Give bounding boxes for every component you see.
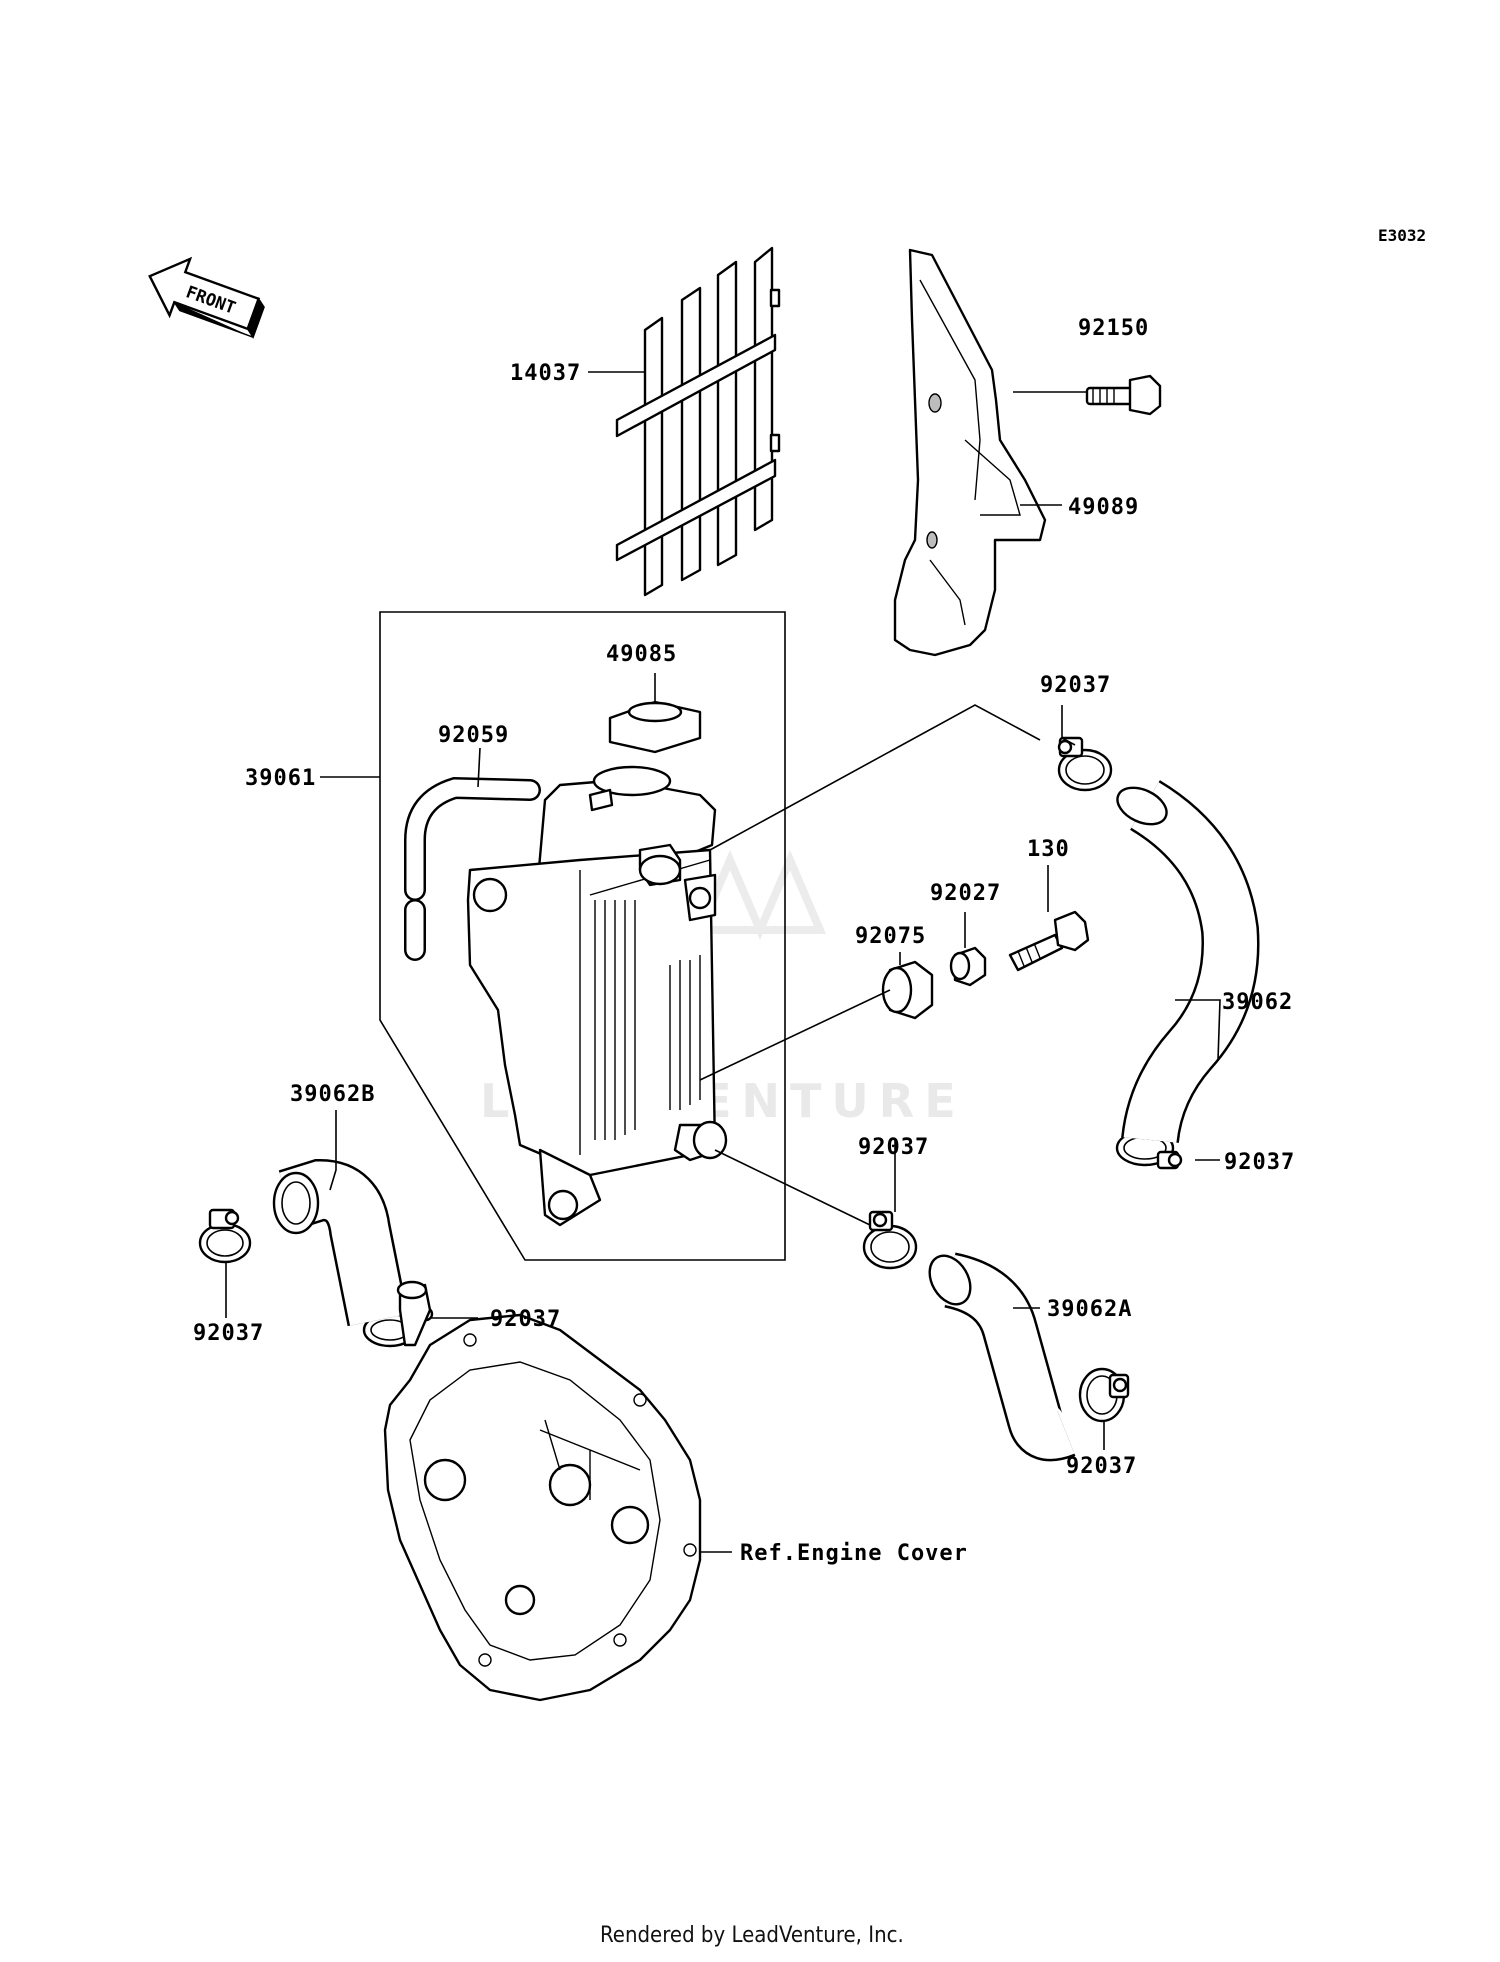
callout-labels: 14037 92150 49089 49085 92059 39061 9203… <box>193 316 1295 1566</box>
label-92037-lower: 92037 <box>858 1135 929 1160</box>
label-130: 130 <box>1027 837 1070 862</box>
footer-credit: Rendered by LeadVenture, Inc. <box>600 1923 904 1948</box>
label-39062: 39062 <box>1222 990 1293 1015</box>
rubber-49085 <box>608 700 702 754</box>
label-14037: 14037 <box>510 361 581 386</box>
hose-39062 <box>1116 780 1260 1144</box>
front-arrow-icon: FRONT <box>148 256 265 339</box>
label-39062B: 39062B <box>290 1082 375 1107</box>
clamp-92037-right <box>1115 1129 1183 1170</box>
label-92037-left: 92037 <box>193 1321 264 1346</box>
label-ref-engine-cover: Ref.Engine Cover <box>740 1541 968 1566</box>
hose-39062A <box>928 1252 1076 1462</box>
clamp-92037-top <box>1057 736 1113 792</box>
clamp-92037-bottom <box>1078 1367 1130 1423</box>
label-39061: 39061 <box>245 766 316 791</box>
hose-39062B <box>272 1158 409 1327</box>
grommet-92075 <box>881 960 934 1020</box>
label-49085: 49085 <box>606 642 677 667</box>
label-92075: 92075 <box>855 924 926 949</box>
label-92027: 92027 <box>930 881 1001 906</box>
diagram-code: E3032 <box>1378 226 1426 245</box>
label-49089: 49089 <box>1068 495 1139 520</box>
clamp-92037-lower <box>862 1210 918 1270</box>
label-92037-mid: 92037 <box>490 1307 561 1332</box>
radiator-grille <box>615 246 781 597</box>
radiator-shroud <box>893 248 1047 657</box>
label-39062A: 39062A <box>1047 1297 1132 1322</box>
leader-lines <box>225 371 1221 1553</box>
engine-cover <box>383 1280 702 1702</box>
clamp-92037-left <box>198 1208 252 1264</box>
assembly-bracket <box>379 611 786 1261</box>
label-92037-top: 92037 <box>1040 673 1111 698</box>
radiator-core <box>466 765 728 1227</box>
tube-92059 <box>404 776 541 961</box>
label-92059: 92059 <box>438 723 509 748</box>
bolt-92150 <box>1085 374 1162 416</box>
bolt-130 <box>1008 910 1090 972</box>
label-92037-right: 92037 <box>1224 1150 1295 1175</box>
label-92150: 92150 <box>1078 316 1149 341</box>
label-92037-bottom: 92037 <box>1066 1454 1137 1479</box>
collar-92027 <box>949 946 987 987</box>
